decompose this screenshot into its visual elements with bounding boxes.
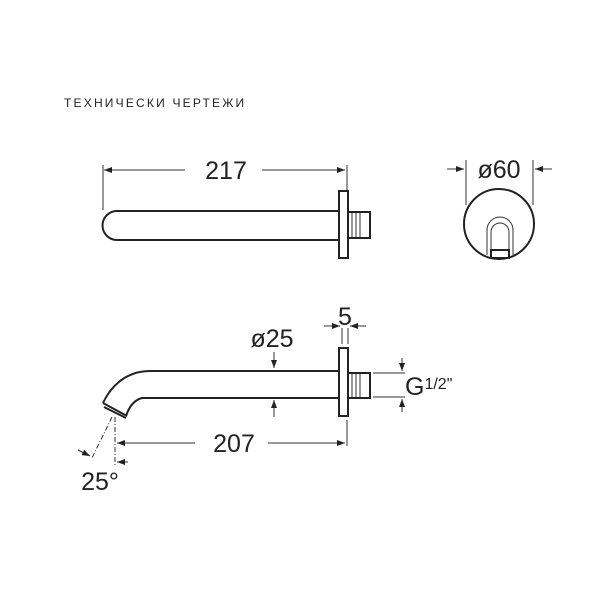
dim-projection: 207 <box>213 430 255 458</box>
spout-body <box>101 210 339 241</box>
dim-spout-diameter: ø25 <box>250 325 293 353</box>
flange <box>338 190 349 259</box>
dim-thread: G1/2" <box>405 373 452 401</box>
dim-total-length: 217 <box>205 157 247 185</box>
front-view: ø60 <box>447 156 552 260</box>
dim-flange-thickness: 5 <box>338 303 352 331</box>
dim-flange-diameter: ø60 <box>477 156 520 184</box>
top-view: 217 <box>101 157 371 259</box>
thread <box>347 211 371 239</box>
page-title: ТЕХНИЧЕСКИ ЧЕРТЕЖИ <box>64 96 247 110</box>
dim-angle: 25° <box>81 468 119 496</box>
side-view: ø25 5 G1/2" 207 25° <box>77 303 452 496</box>
